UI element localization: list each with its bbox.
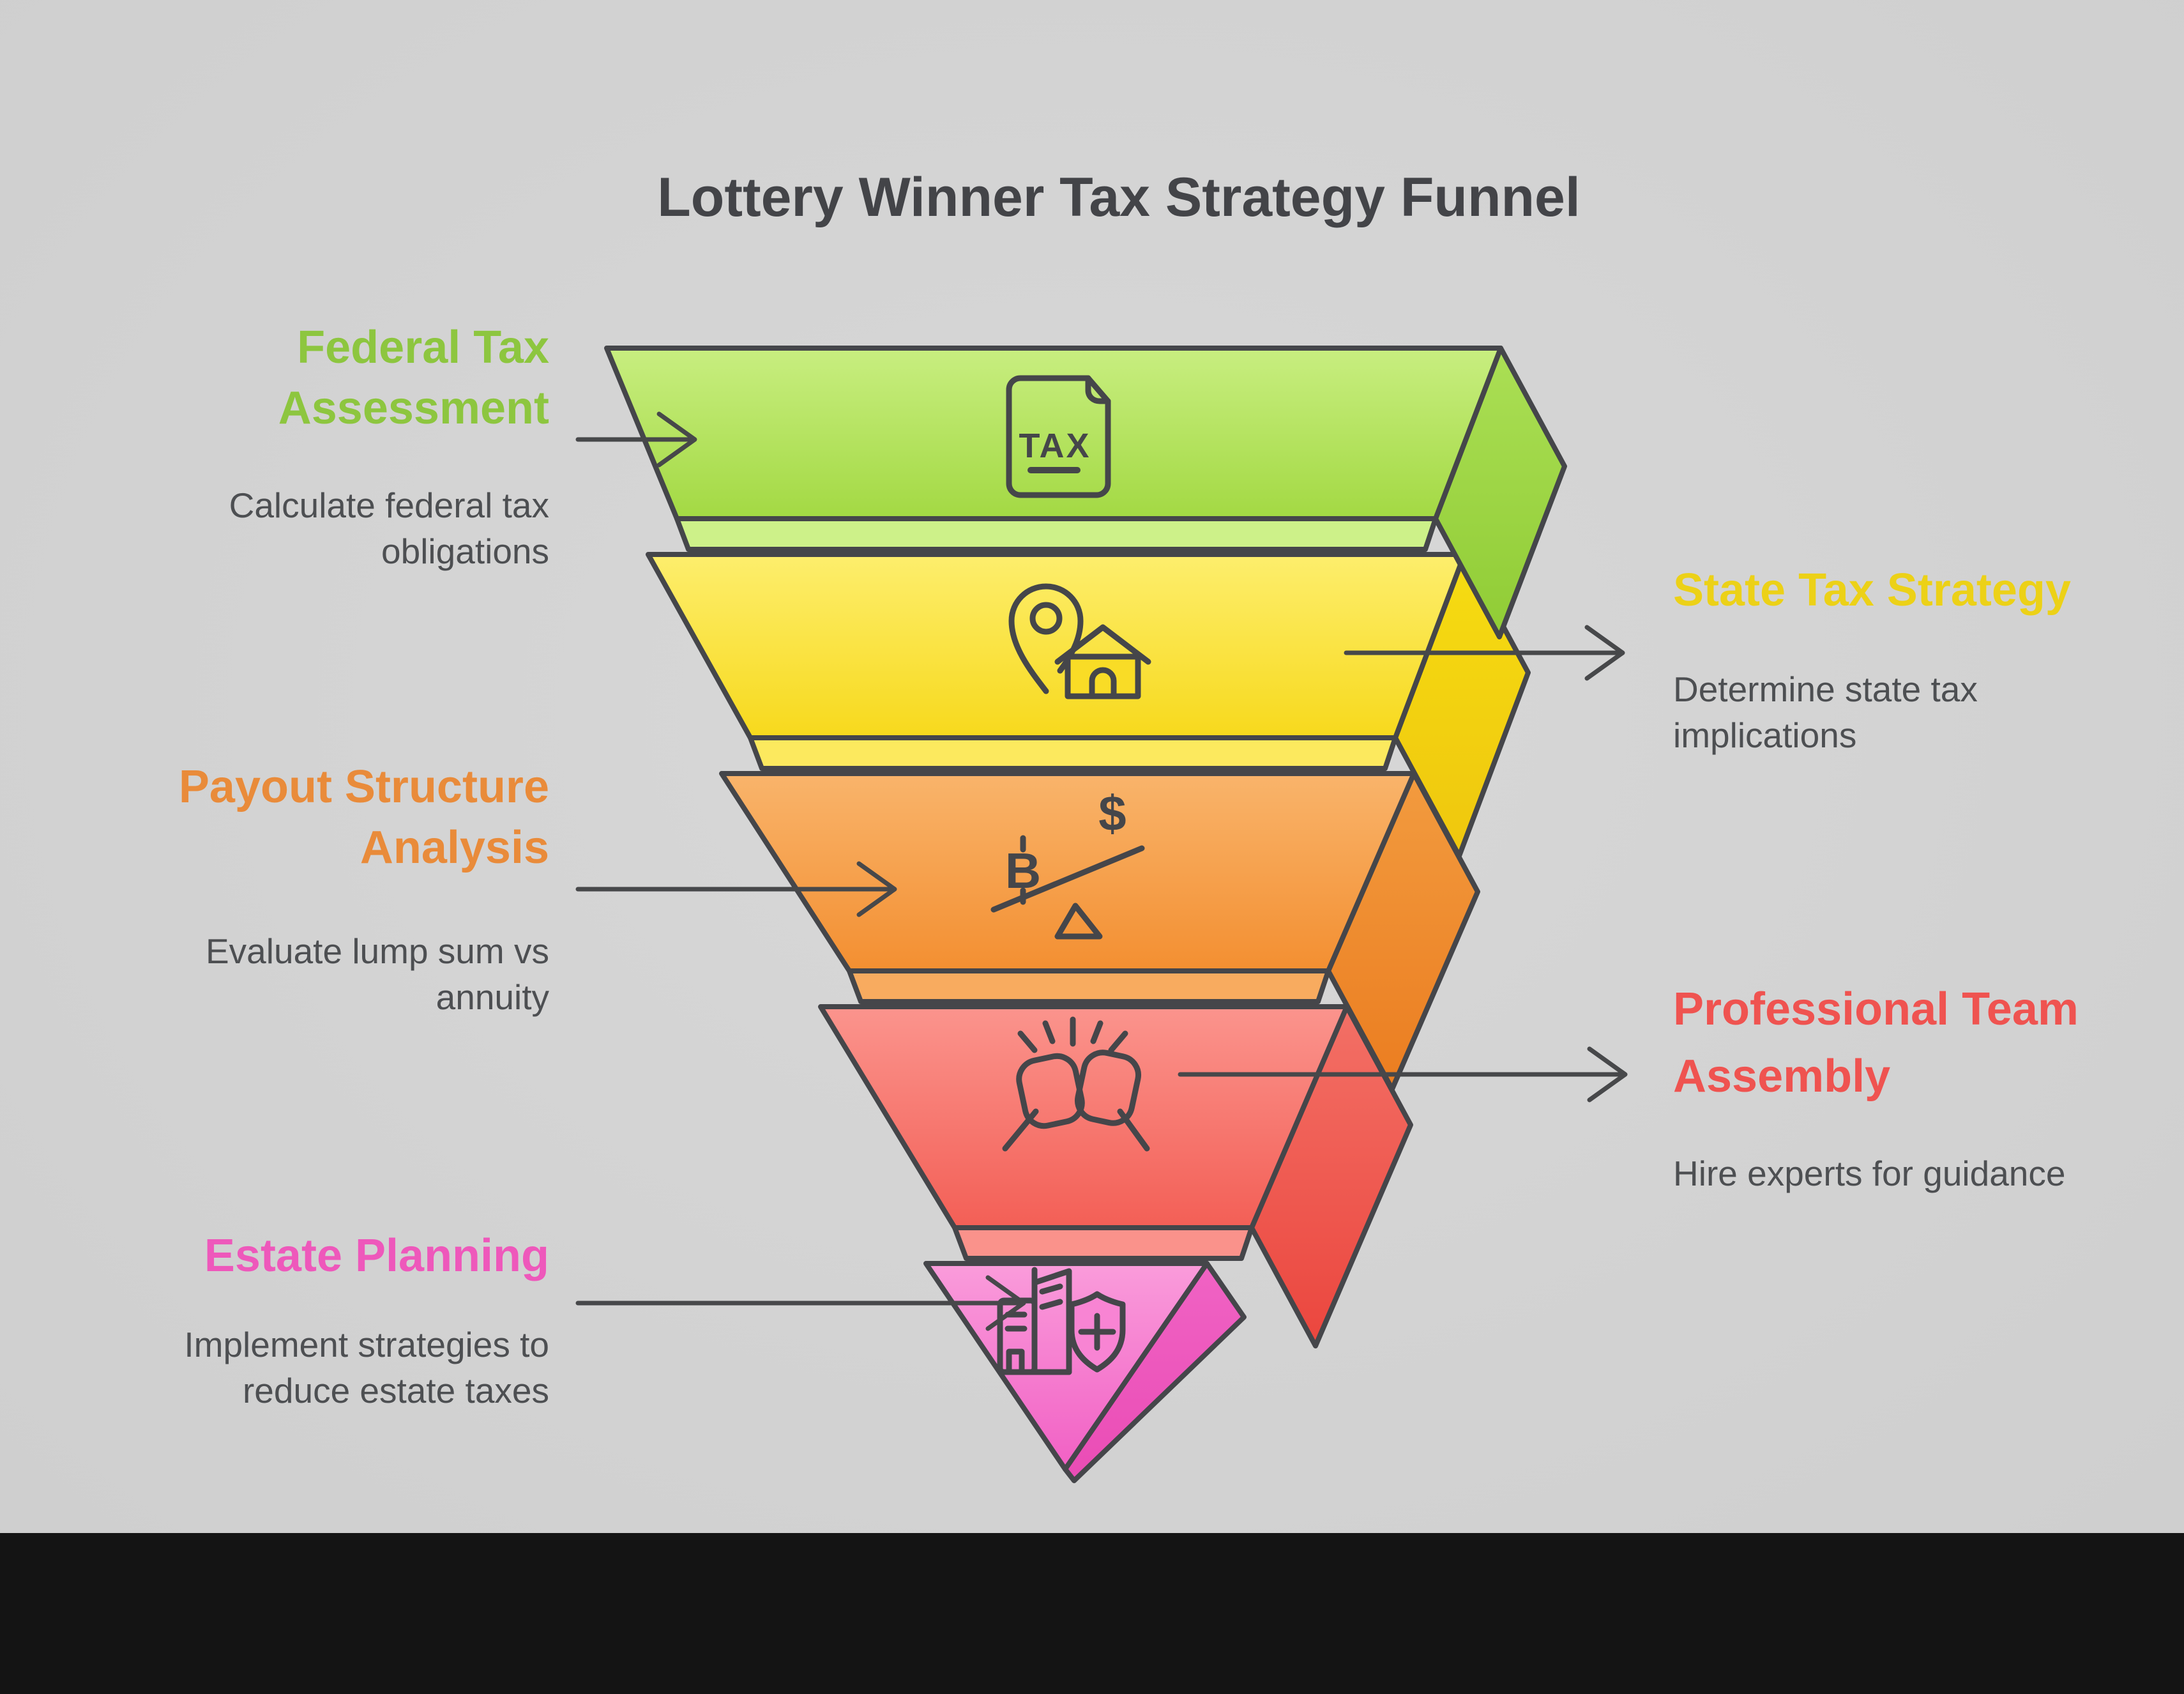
footer-bar (0, 1533, 2184, 1694)
funnel-stage-state-tax (646, 552, 1531, 858)
funnel-stage-federal-tax: TAX (604, 346, 1567, 639)
arrow-to-professional-team (1178, 1046, 1628, 1103)
stage-labels: Federal Tax Assessment Calculate federal… (179, 322, 2079, 1410)
stage-heading-line: Assessment (278, 383, 549, 434)
stage-heading-line: Analysis (360, 822, 549, 873)
stage-description-line: annuity (436, 977, 550, 1017)
funnel-stage-professional-team (818, 1004, 1413, 1348)
stage-bottom-lip (952, 1225, 1254, 1261)
arrow-to-estate-planning (575, 1275, 1026, 1331)
funnel-stage-payout-structure: B $ (719, 771, 1480, 1092)
page-title: Lottery Winner Tax Strategy Funnel (657, 167, 1581, 228)
stage-front-face (646, 552, 1467, 740)
stage-description-line: obligations (381, 531, 549, 571)
label-estate-planning: Estate Planning Implement strategies to … (184, 1230, 1026, 1410)
stage-heading-line: Professional Team (1673, 984, 2079, 1035)
label-federal-tax: Federal Tax Assessment Calculate federal… (229, 322, 697, 571)
stage-bottom-lip (674, 516, 1438, 552)
stage-heading-line: State Tax Strategy (1673, 565, 2071, 616)
stage-front-face (719, 771, 1416, 973)
dollar-symbol: $ (1098, 785, 1126, 841)
funnel: B $ TAX (604, 346, 1567, 1483)
stage-bottom-lip (748, 735, 1398, 771)
stage-description-line: Hire experts for guidance (1673, 1154, 2065, 1193)
stage-heading-line: Payout Structure (179, 761, 549, 813)
label-payout-structure: Payout Structure Analysis Evaluate lump … (179, 761, 897, 1017)
stage-description-line: Evaluate lump sum vs (206, 931, 549, 971)
tax-document-text: TAX (1019, 427, 1091, 465)
stage-heading-line: Estate Planning (204, 1230, 549, 1281)
arrow-to-payout-structure (575, 861, 897, 917)
stage-description-line: Calculate federal tax (229, 485, 549, 525)
stage-description-line: Determine state tax (1673, 669, 1978, 709)
stage-bottom-lip (847, 968, 1331, 1004)
lump-sum-vs-annuity-balance-icon (990, 835, 1145, 940)
stage-heading-line: Assembly (1673, 1051, 1890, 1102)
stage-description-line: reduce estate taxes (243, 1371, 549, 1410)
stage-description-line: Implement strategies to (184, 1325, 549, 1364)
arrow-to-state-tax (1344, 625, 1625, 681)
location-home-icon (1008, 583, 1151, 699)
fist-bump-icon (1002, 1016, 1150, 1152)
tax-document-icon (1006, 375, 1111, 498)
baht-symbol: B (1005, 843, 1041, 899)
stage-front-face (604, 346, 1503, 521)
label-professional-team: Professional Team Assembly Hire experts … (1178, 984, 2079, 1193)
stage-heading-line: Federal Tax (297, 322, 549, 373)
label-state-tax: State Tax Strategy Determine state tax i… (1344, 565, 2071, 755)
arrow-to-federal-tax (575, 411, 697, 468)
stage-description-line: implications (1673, 715, 1856, 755)
